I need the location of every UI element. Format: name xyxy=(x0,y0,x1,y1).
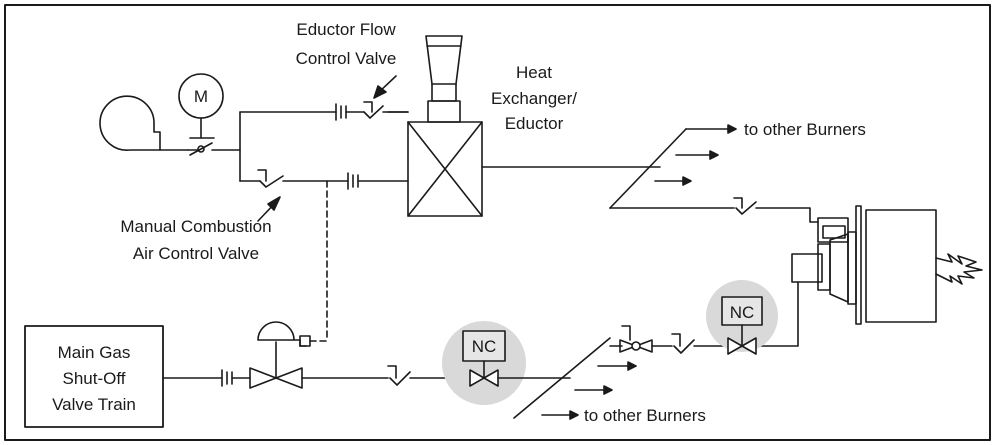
eductor-valve-label-line2: Control Valve xyxy=(296,49,397,68)
gas-manifold xyxy=(513,337,611,419)
burner-gas-cock-icon xyxy=(619,325,653,353)
heat-exchanger-label-line2: Exchanger/ xyxy=(491,89,577,108)
arrow-icon xyxy=(267,196,281,211)
to-other-burners-top-label: to other Burners xyxy=(744,120,866,139)
arrow-icon xyxy=(569,410,579,420)
arrow-icon xyxy=(727,124,737,134)
burner-air-valve-icon xyxy=(733,197,757,215)
burner-air-pipe-2 xyxy=(755,207,819,223)
arrow-icon xyxy=(627,361,637,371)
main-gas-label-line2: Shut-Off xyxy=(63,369,126,388)
flange-icon xyxy=(347,172,359,190)
arrow-icon xyxy=(709,150,719,160)
burner-gas-pipe xyxy=(757,281,799,347)
main-gas-valve-train-box xyxy=(24,325,164,428)
diagram-frame xyxy=(4,4,991,441)
svg-text:M: M xyxy=(194,87,208,106)
heat-exchanger-icon xyxy=(407,121,483,217)
heat-exchanger-label-line1: Heat xyxy=(516,63,552,82)
blower-icon xyxy=(99,95,161,151)
svg-text:NC: NC xyxy=(472,337,497,356)
nc-solenoid-valve-right: NC xyxy=(706,280,778,355)
flame-icon xyxy=(935,253,983,285)
burner-icon xyxy=(791,205,937,325)
gas-regulator-icon xyxy=(249,321,311,389)
eductor-stack-icon xyxy=(425,35,463,123)
air-manifold xyxy=(609,128,687,209)
flange-icon xyxy=(335,103,365,121)
eductor-flow-valve-icon xyxy=(363,101,409,119)
manual-valve-label-line2: Air Control Valve xyxy=(133,244,259,263)
heat-exchanger-label-line3: Eductor xyxy=(505,114,564,133)
svg-text:NC: NC xyxy=(730,303,755,322)
manual-gas-valve-icon xyxy=(387,365,411,386)
nc-solenoid-valve-left: NC xyxy=(442,321,526,405)
flange-icon xyxy=(221,369,233,387)
main-gas-label-line1: Main Gas xyxy=(58,343,131,362)
arrow-icon xyxy=(682,176,692,186)
manual-air-valve-icon xyxy=(257,169,284,188)
motor-icon: M xyxy=(178,73,224,119)
main-gas-label-line3: Valve Train xyxy=(52,395,136,414)
motor-valve-icon xyxy=(187,117,215,156)
manual-valve-label-line1: Manual Combustion xyxy=(120,217,271,236)
to-other-burners-bottom-label: to other Burners xyxy=(584,406,706,425)
burner-gas-valve-icon xyxy=(671,333,695,354)
arrow-icon xyxy=(603,385,613,395)
arrow-icon xyxy=(373,85,387,99)
eductor-valve-label-line1: Eductor Flow xyxy=(296,20,396,39)
